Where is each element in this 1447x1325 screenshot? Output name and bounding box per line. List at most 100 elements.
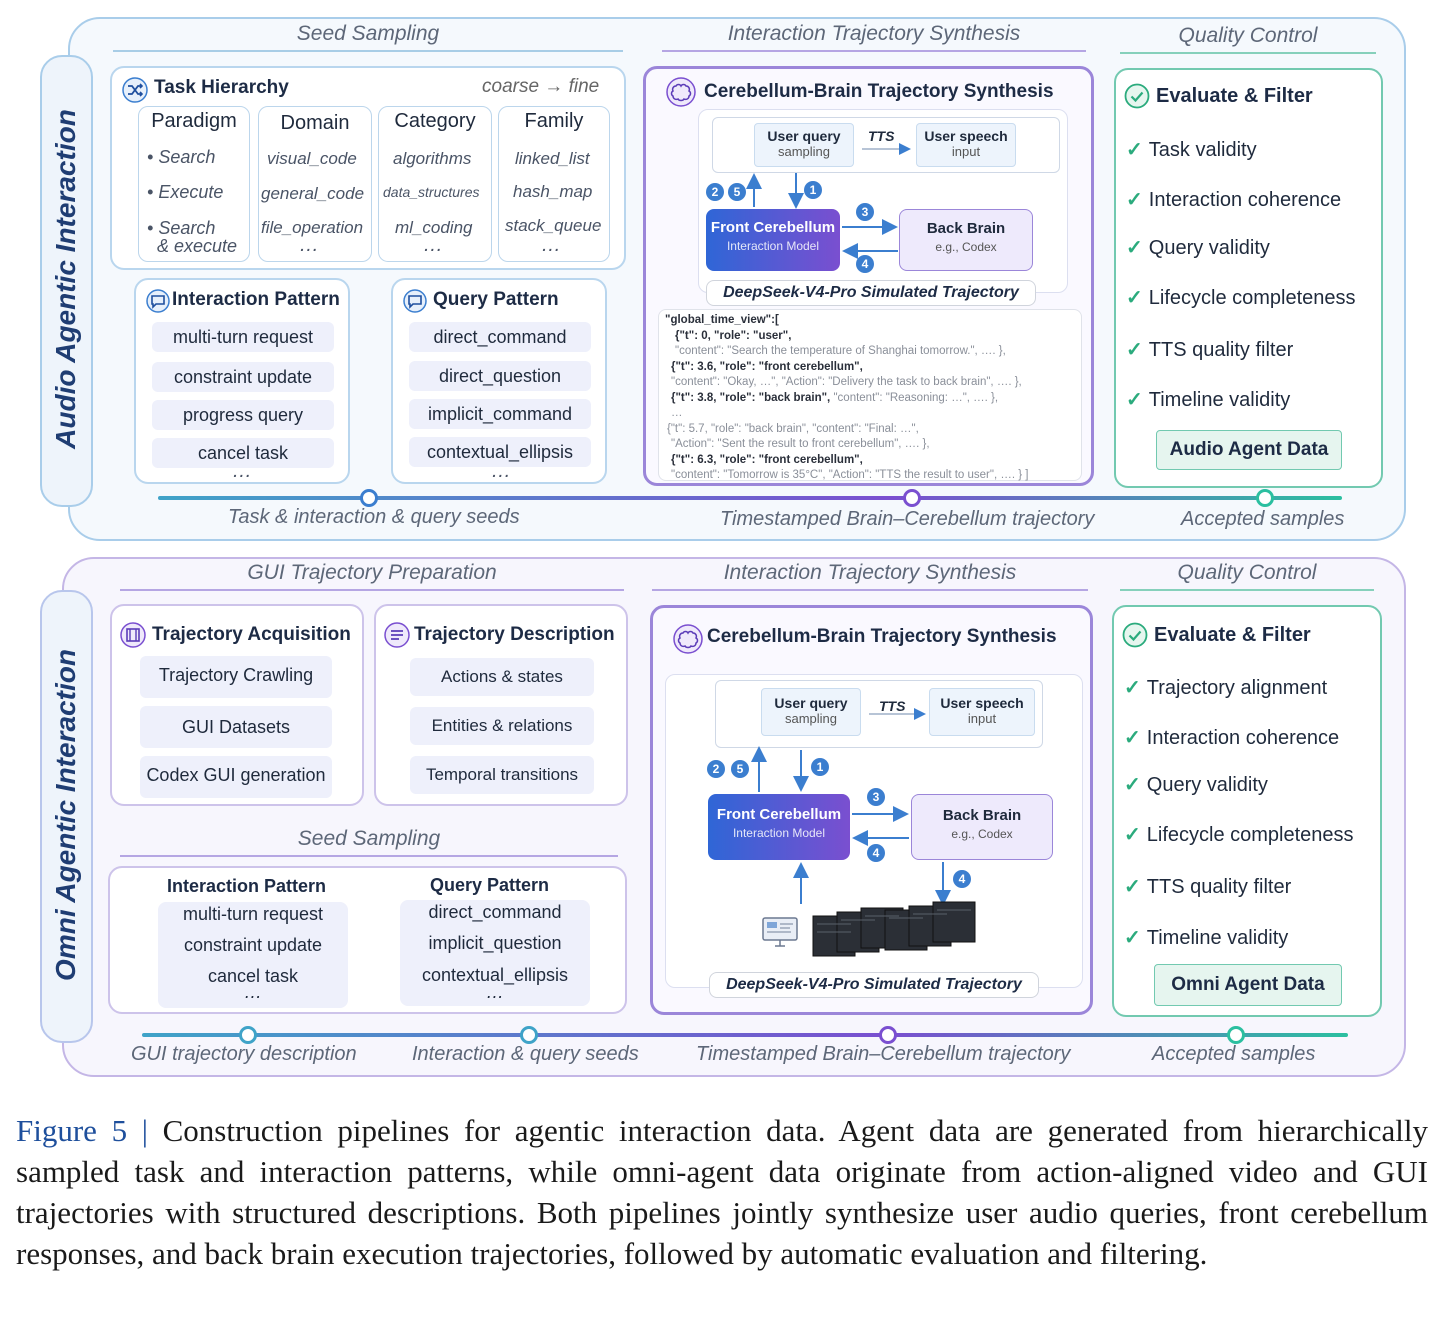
code-line: "Action": "Sent the result to front cere… [671,438,930,450]
description-chip: Entities & relations [410,707,594,745]
back-brain-label: Back Brain [942,807,1022,824]
seed-item: … [486,982,504,1002]
user-speech-sub: input [967,711,997,726]
step-badge: 4 [867,844,885,862]
check-item: ✓Query validity [1124,774,1268,796]
user-speech-label: User speech [940,695,1024,711]
step-badge: 4 [856,255,874,273]
front-cerebellum-sub: Interaction Model [726,239,820,253]
back-brain-sub: e.g., Codex [951,827,1013,841]
column-item: … [423,234,443,256]
acquisition-chip: Codex GUI generation [140,756,332,798]
column-head: Family [524,110,584,132]
seed-query-list [400,900,590,1006]
audio-side-title: Audio Agentic Interaction [50,109,81,449]
timeline-node [1227,1026,1245,1044]
user-speech-box: User speech input [929,688,1035,736]
acquisition-chip: Trajectory Crawling [140,656,332,698]
pattern-chip: direct_question [409,361,591,391]
check-item: ✓Lifecycle completeness [1124,824,1354,846]
pattern-chip: contextual_ellipsis [409,437,591,467]
check-circle-icon [1122,622,1148,648]
monitor-icon [761,916,799,950]
check-circle-icon [1124,83,1150,109]
timeline-label: Task & interaction & query seeds [228,506,520,528]
output-badge: Audio Agent Data [1156,430,1342,470]
check-item: ✓Lifecycle completeness [1126,287,1356,309]
ellipsis: … [491,460,511,482]
description-box: Trajectory Description Actions & states … [374,604,628,806]
back-brain-box: Back Brain e.g., Codex [911,794,1053,860]
rule [652,589,1088,591]
figure-caption: Figure 5 | Construction pipelines for ag… [16,1110,1428,1274]
seed-item: cancel task [207,966,299,986]
synthesis-arrows [751,708,951,906]
front-cerebellum-sub: Interaction Model [732,826,826,840]
timeline-label: GUI trajectory description [131,1043,357,1065]
column-item: ml_coding [395,218,473,237]
caption-separator: | [127,1113,163,1148]
timeline-node [360,489,378,507]
check-item: ✓Interaction coherence [1126,189,1342,211]
back-brain-label: Back Brain [926,220,1006,237]
check-item: ✓Timeline validity [1126,389,1291,411]
synthesis-box: Cerebellum-Brain Trajectory Synthesis Us… [643,66,1094,486]
column-item: … [541,234,561,256]
column-item: hash_map [513,182,593,201]
user-speech-box: User speech input [916,123,1016,167]
column-head: Category [394,110,476,132]
check-item: ✓Interaction coherence [1124,727,1340,749]
description-chip: Temporal transitions [410,756,594,794]
paradigm-column: Paradigm • Search • Execute • Search & e… [138,106,250,262]
seed-interaction-title: Interaction Pattern [167,876,327,896]
timeline-node [879,1026,897,1044]
audio-side-tab: Audio Agentic Interaction [40,55,93,507]
pattern-chip: progress query [152,400,334,430]
code-line: {"t": 6.3, "role": "front cerebellum", [671,453,863,466]
column-item: algorithms [393,149,472,168]
code-line: {"t": 3.6, "role": "front cerebellum", [671,360,863,373]
step-badge: 3 [867,788,885,806]
step-badge: 1 [811,758,829,776]
section-synthesis: Interaction Trajectory Synthesis [723,561,1017,584]
seed-item: contextual_ellipsis [421,965,569,985]
timeline-label: Accepted samples [1181,508,1345,530]
seed-item: … [244,982,262,1002]
interaction-pattern-box: Interaction Pattern multi-turn request c… [134,278,350,484]
omni-side-tab: Omni Agentic Interaction [40,590,93,1043]
column-item: • Search [147,147,216,167]
synthesis-title: Cerebellum-Brain Trajectory Synthesis [704,81,1054,102]
code-line: "global_time_view":[ [665,314,779,326]
rule [1120,589,1374,591]
caption-text: Construction pipelines for agentic inter… [16,1113,1428,1271]
video-frames-icon [811,900,981,958]
section-quality: Quality Control [1177,561,1317,584]
domain-column: Domain visual_code general_code file_ope… [258,106,372,262]
ellipsis: … [232,460,252,482]
step-badge: 3 [856,203,874,221]
quality-title: Evaluate & Filter [1154,624,1311,646]
seed-box: Interaction Pattern multi-turn request c… [108,866,627,1014]
seed-item: constraint update [183,935,323,955]
brain-icon [673,624,703,654]
pattern-chip: implicit_command [409,399,591,429]
omni-side-title: Omni Agentic Interaction [50,649,81,981]
list-icon [384,622,410,648]
step-badge: 1 [804,181,822,199]
output-badge: Omni Agent Data [1154,964,1342,1006]
quality-title: Evaluate & Filter [1156,85,1313,107]
check-item: ✓Trajectory alignment [1124,677,1328,699]
interaction-pattern-title: Interaction Pattern [172,289,340,310]
code-line: "content": "Search the temperature of Sh… [675,345,1006,357]
rule [662,50,1086,52]
shuffle-icon [122,77,148,103]
synthesis-arrows [746,143,911,259]
check-item: ✓Timeline validity [1124,927,1289,949]
section-gui-prep: GUI Trajectory Preparation [247,561,497,584]
trajectory-tag: DeepSeek-V4-Pro Simulated Trajectory [706,280,1036,306]
step-badge: 2 [707,760,725,778]
timeline-label: Timestamped Brain–Cerebellum trajectory [696,1043,1071,1065]
quality-box: Evaluate & Filter ✓Task validity ✓Intera… [1114,68,1383,488]
description-chip: Actions & states [410,658,594,696]
category-column: Category algorithms data_structures ml_c… [378,106,492,262]
